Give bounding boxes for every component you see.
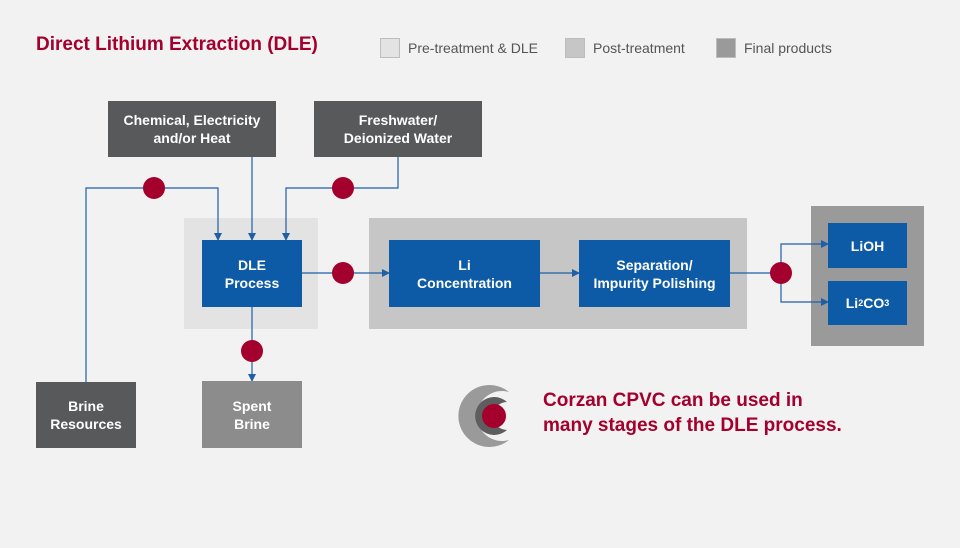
diagram-title: Direct Lithium Extraction (DLE)	[36, 34, 318, 55]
legend-label-final: Final products	[744, 40, 832, 56]
lioh-box: LiOH	[828, 223, 907, 268]
line-brine-to-dle	[85, 187, 222, 382]
legend-label-posttreatment: Post-treatment	[593, 40, 685, 56]
legend-swatch-posttreatment	[565, 38, 585, 58]
li2co3-prefix: Li	[845, 295, 859, 311]
legend-label-pretreatment: Pre-treatment & DLE	[408, 40, 538, 56]
li2co3-mid: CO	[863, 295, 885, 311]
brine-resources-box: Brine Resources	[36, 382, 136, 448]
legend-item-posttreatment: Post-treatment	[565, 36, 685, 60]
spent-brine-box: Spent Brine	[202, 381, 302, 448]
chemical-electricity-heat-box: Chemical, Electricity and/or Heat	[108, 101, 276, 157]
li-concentration-box: Li Concentration	[389, 240, 540, 307]
li2co3-sub1: 2	[858, 298, 864, 308]
legend-item-final: Final products	[716, 36, 832, 60]
red-dot-icon	[143, 177, 165, 199]
separation-polishing-box: Separation/ Impurity Polishing	[579, 240, 730, 307]
red-dot-icon	[241, 340, 263, 362]
red-dot-icon	[332, 262, 354, 284]
legend-swatch-final	[716, 38, 736, 58]
callout-text: Corzan CPVC can be used in many stages o…	[543, 388, 842, 438]
callout-line-2: many stages of the DLE process.	[543, 415, 842, 436]
li2co3-sub2: 3	[884, 298, 890, 308]
callout-line-1: Corzan CPVC can be used in	[543, 390, 803, 411]
red-dot-icon	[770, 262, 792, 284]
dle-process-box: DLE Process	[202, 240, 302, 307]
red-dot-icon	[332, 177, 354, 199]
legend-swatch-pretreatment	[380, 38, 400, 58]
freshwater-box: Freshwater/ Deionized Water	[314, 101, 482, 157]
corzan-ring-logo-icon	[458, 385, 509, 447]
legend-item-pretreatment: Pre-treatment & DLE	[380, 36, 538, 60]
